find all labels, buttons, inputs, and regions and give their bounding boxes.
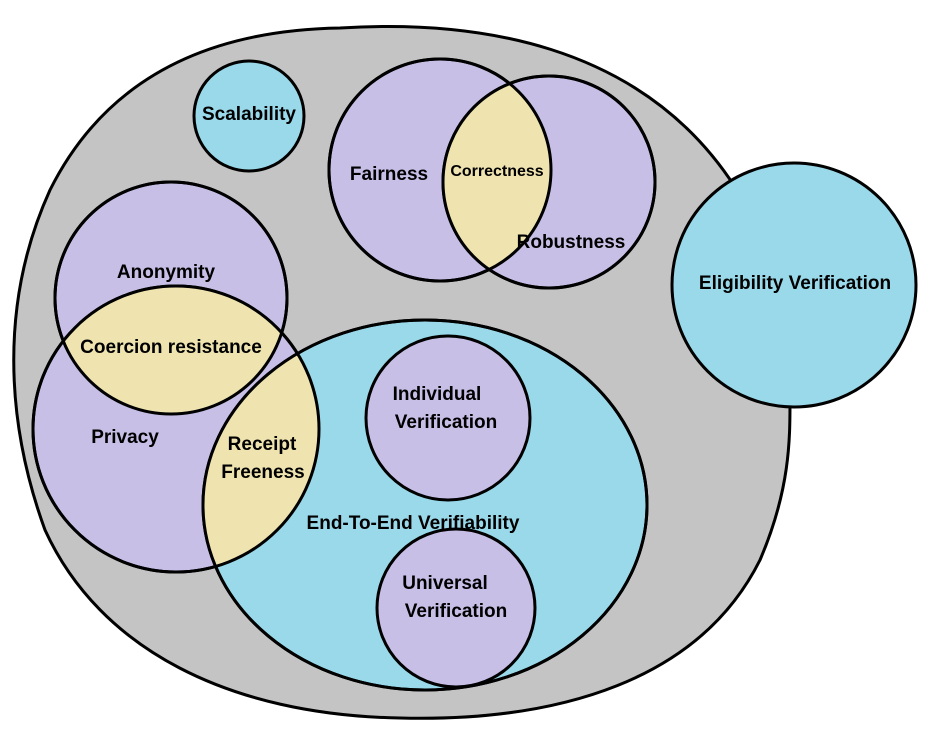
scalability-circle bbox=[192, 59, 306, 173]
privacy-label: Privacy bbox=[91, 427, 159, 448]
e2e-verifiability-label: End-To-End Verifiability bbox=[307, 513, 520, 534]
robustness-outline bbox=[441, 74, 657, 290]
e2e-outline bbox=[201, 318, 649, 692]
receipt-freeness-label-line1: Receipt bbox=[228, 434, 297, 455]
individual-verification-label-line1: Individual bbox=[393, 384, 482, 405]
eligibility-circle bbox=[670, 161, 918, 409]
robustness-label: Robustness bbox=[517, 232, 626, 253]
eligibility-label: Eligibility Verification bbox=[699, 273, 891, 294]
receipt-freeness-label-line2: Freeness bbox=[221, 462, 304, 483]
universal-verification-label-line2: Verification bbox=[405, 601, 507, 622]
receipt-freeness-overlap bbox=[203, 320, 319, 572]
individual-verification-circle bbox=[364, 334, 532, 502]
fairness-label: Fairness bbox=[350, 164, 428, 185]
universal-verification-circle bbox=[375, 527, 537, 689]
coercion-overlap bbox=[55, 286, 287, 414]
individual-verification-label-line2: Verification bbox=[395, 412, 497, 433]
fairness-outline bbox=[327, 57, 553, 283]
privacy-outline bbox=[31, 284, 321, 574]
scalability-label: Scalability bbox=[202, 104, 296, 125]
correctness-label: Correctness bbox=[450, 163, 543, 180]
coercion-resistance-label: Coercion resistance bbox=[80, 337, 262, 358]
anonymity-label: Anonymity bbox=[117, 262, 216, 283]
anonymity-outline bbox=[53, 180, 289, 416]
universal-verification-label-line1: Universal bbox=[402, 573, 488, 594]
